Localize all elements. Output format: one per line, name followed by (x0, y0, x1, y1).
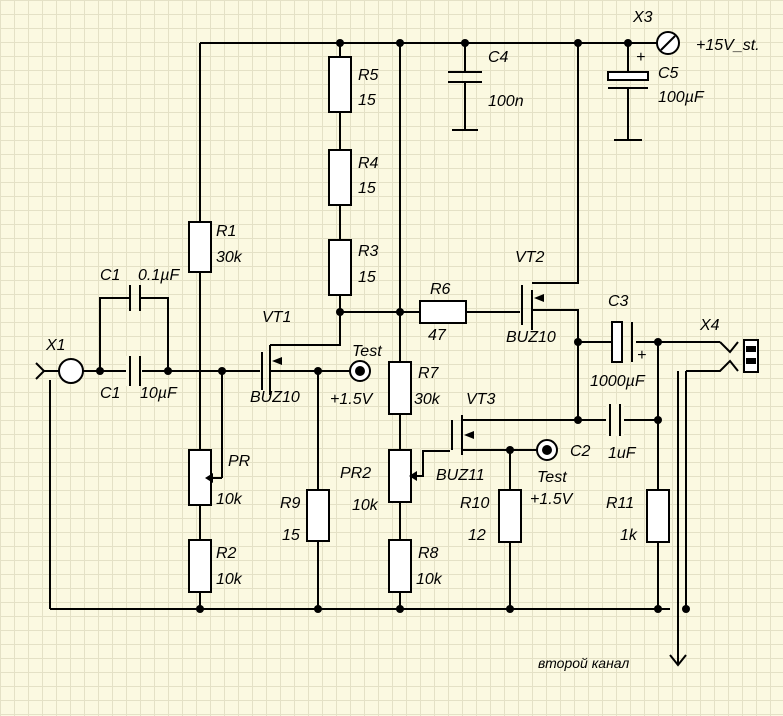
r11-ref: R11 (606, 495, 634, 512)
r2-ref: R2 (216, 545, 237, 562)
r7-body (388, 361, 412, 415)
r2-value: 10k (216, 571, 243, 588)
r8-body (388, 539, 412, 593)
r6-value: 47 (428, 327, 447, 344)
r1-value: 30k (216, 249, 243, 266)
r1-body (188, 221, 212, 273)
pr2-value: 10k (352, 497, 379, 514)
tp1-voltage: +1.5V (330, 391, 374, 408)
pr2-ref: PR2 (340, 465, 371, 482)
vt3-type: BUZ11 (436, 467, 485, 484)
r3-body (328, 239, 352, 296)
r7-ref: R7 (418, 365, 440, 382)
r10-body (498, 489, 522, 543)
pr2-body (388, 449, 412, 503)
x3-terminal (656, 31, 680, 55)
r4-value: 15 (358, 180, 376, 197)
vt1-ref: VT1 (262, 309, 291, 326)
c4-ref: C4 (488, 49, 509, 66)
r5-value: 15 (358, 92, 376, 109)
r3-ref: R3 (358, 243, 379, 260)
test-point-2 (536, 439, 558, 461)
r9-ref: R9 (280, 495, 301, 512)
second-channel-arrow (669, 654, 687, 667)
tp2-voltage: +1.5V (530, 491, 574, 508)
tp1-label: Test (352, 343, 382, 360)
r4-body (328, 149, 352, 206)
pr-ref: PR (228, 453, 251, 470)
c3-value: 1000µF (590, 373, 646, 390)
x4-label: X4 (699, 317, 720, 334)
c5-symbol (607, 71, 649, 141)
second-channel-label: второй канал (538, 655, 629, 671)
c1b-ref: C1 (100, 385, 120, 402)
r3-value: 15 (358, 269, 376, 286)
r5-body (328, 56, 352, 113)
c3-ref: C3 (608, 293, 629, 310)
tp2-label: Test (537, 469, 567, 486)
vt3-arrow (464, 431, 474, 439)
c2-value: 1uF (608, 445, 637, 462)
r5-ref: R5 (358, 67, 379, 84)
r11-body (646, 489, 670, 543)
x4-jack (686, 339, 759, 373)
pr2-wiper-arrow (409, 471, 417, 481)
r11-value: 1k (620, 527, 638, 544)
r10-ref: R10 (460, 495, 489, 512)
vt1-arrow (272, 357, 282, 365)
c2-symbol (606, 404, 624, 436)
c3-plus: + (637, 347, 646, 364)
c5-value: 100µF (658, 89, 705, 106)
wires (49, 42, 720, 665)
x1-label: X1 (45, 337, 66, 354)
c3-symbol (611, 321, 633, 363)
x3-label: X3 (632, 9, 653, 26)
test-point-1 (349, 360, 371, 382)
vt2-arrow (534, 294, 544, 302)
r8-value: 10k (416, 571, 443, 588)
vt1-type: BUZ10 (250, 389, 300, 406)
r6-ref: R6 (430, 281, 451, 298)
r10-value: 12 (468, 527, 486, 544)
c4-value: 100n (488, 93, 524, 110)
c1a-symbol (129, 285, 141, 311)
c4-symbol (448, 71, 482, 131)
x1-jack (35, 358, 84, 388)
r1-ref: R1 (216, 223, 236, 240)
pr-value: 10k (216, 491, 243, 508)
supply-label: +15V_st. (696, 37, 760, 54)
vt3-ref: VT3 (466, 391, 495, 408)
c2-ref: C2 (570, 443, 591, 460)
c1b-value: 10µF (140, 385, 178, 402)
r7-value: 30k (414, 391, 441, 408)
vt2-type: BUZ10 (506, 329, 556, 346)
r9-body (306, 489, 330, 542)
c1a-ref: C1 (100, 267, 120, 284)
c5-ref: C5 (658, 65, 679, 82)
r8-ref: R8 (418, 545, 439, 562)
r2-body (188, 539, 212, 593)
r6-body (419, 300, 467, 324)
vt2-ref: VT2 (515, 249, 544, 266)
junctions (96, 39, 690, 613)
r4-ref: R4 (358, 155, 379, 172)
pr-wiper-arrow (205, 473, 213, 483)
c5-plus: + (636, 49, 645, 66)
c1a-value: 0.1µF (138, 267, 180, 284)
r9-value: 15 (282, 527, 300, 544)
c1b-symbol (126, 356, 142, 386)
